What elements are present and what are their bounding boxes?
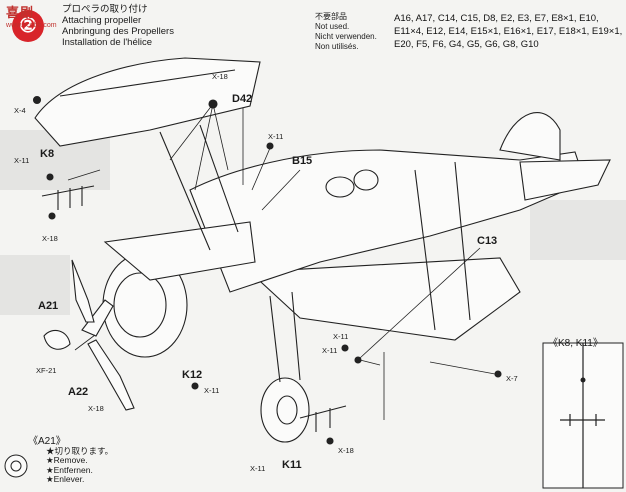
callout-c13: C13	[477, 235, 498, 247]
callout-xf21: XF-21	[36, 366, 57, 375]
title-de: Anbringung des Propellers	[62, 26, 174, 37]
unused-label-jp: 不要部品	[315, 12, 347, 21]
inset-title: 《K8, K11》	[548, 338, 603, 349]
callout-x4: X-4	[14, 106, 26, 115]
legend-jp: ★切り取ります。	[46, 445, 114, 456]
watermark-url: www.scobb.com	[6, 22, 57, 29]
title-en: Attaching propeller	[62, 15, 142, 26]
watermark-logo: 喜剧	[6, 5, 35, 20]
callout-x7: X-7	[506, 374, 518, 383]
legend-title: 《A21》	[28, 436, 66, 447]
legend-spinner-sketch	[4, 454, 28, 478]
unused-parts-list: A16, A17, C14, C15, D8, E2, E3, E7, E8×1…	[394, 13, 623, 50]
callout-x11-k12: X-11	[204, 386, 220, 395]
callout-x18-bottom: X-18	[338, 446, 354, 455]
callout-b15: B15	[292, 155, 313, 167]
legend-de: ★Entfernen.	[46, 464, 93, 475]
inset-k8-k11	[542, 342, 624, 489]
callout-x11-mid2: X-11	[322, 346, 338, 355]
unused-label-en: Not used.	[315, 22, 350, 31]
legend-a21: 《A21》 ★切り取ります。 ★Remove. ★Entfernen. ★Enl…	[28, 436, 114, 485]
callout-x11-bottom: X-11	[250, 464, 266, 473]
callout-a22: A22	[68, 386, 89, 398]
biplane-outline	[32, 57, 611, 445]
callout-x18-top: X-18	[212, 72, 228, 81]
unused-parts-block: 不要部品 Not used. Nicht verwenden. Non util…	[315, 12, 622, 52]
step-title: プロペラの取り付け Attaching propeller Anbringung…	[62, 4, 174, 48]
callout-a21: A21	[38, 300, 59, 312]
callout-x18-a22: X-18	[88, 404, 104, 413]
legend-en: ★Remove.	[46, 455, 88, 465]
callout-x11-mid: X-11	[333, 332, 349, 341]
callout-x18-left: X-18	[42, 234, 58, 243]
callout-x11-top: X-11	[268, 132, 284, 141]
title-fr: Installation de l'hélice	[62, 37, 153, 48]
unused-label-de: Nicht verwenden.	[315, 32, 377, 41]
callout-k8: K8	[40, 148, 55, 160]
unused-label-fr: Non utilisés.	[315, 42, 359, 51]
callout-k11: K11	[282, 459, 302, 471]
callout-x11-left: X-11	[14, 156, 30, 165]
callout-d42: D42	[232, 93, 253, 105]
step-number-badge: ②	[12, 10, 44, 42]
leader-lines	[67, 103, 496, 420]
callout-k12: K12	[182, 369, 203, 381]
title-jp: プロペラの取り付け	[62, 4, 148, 15]
legend-fr: ★Enlever.	[46, 474, 85, 484]
